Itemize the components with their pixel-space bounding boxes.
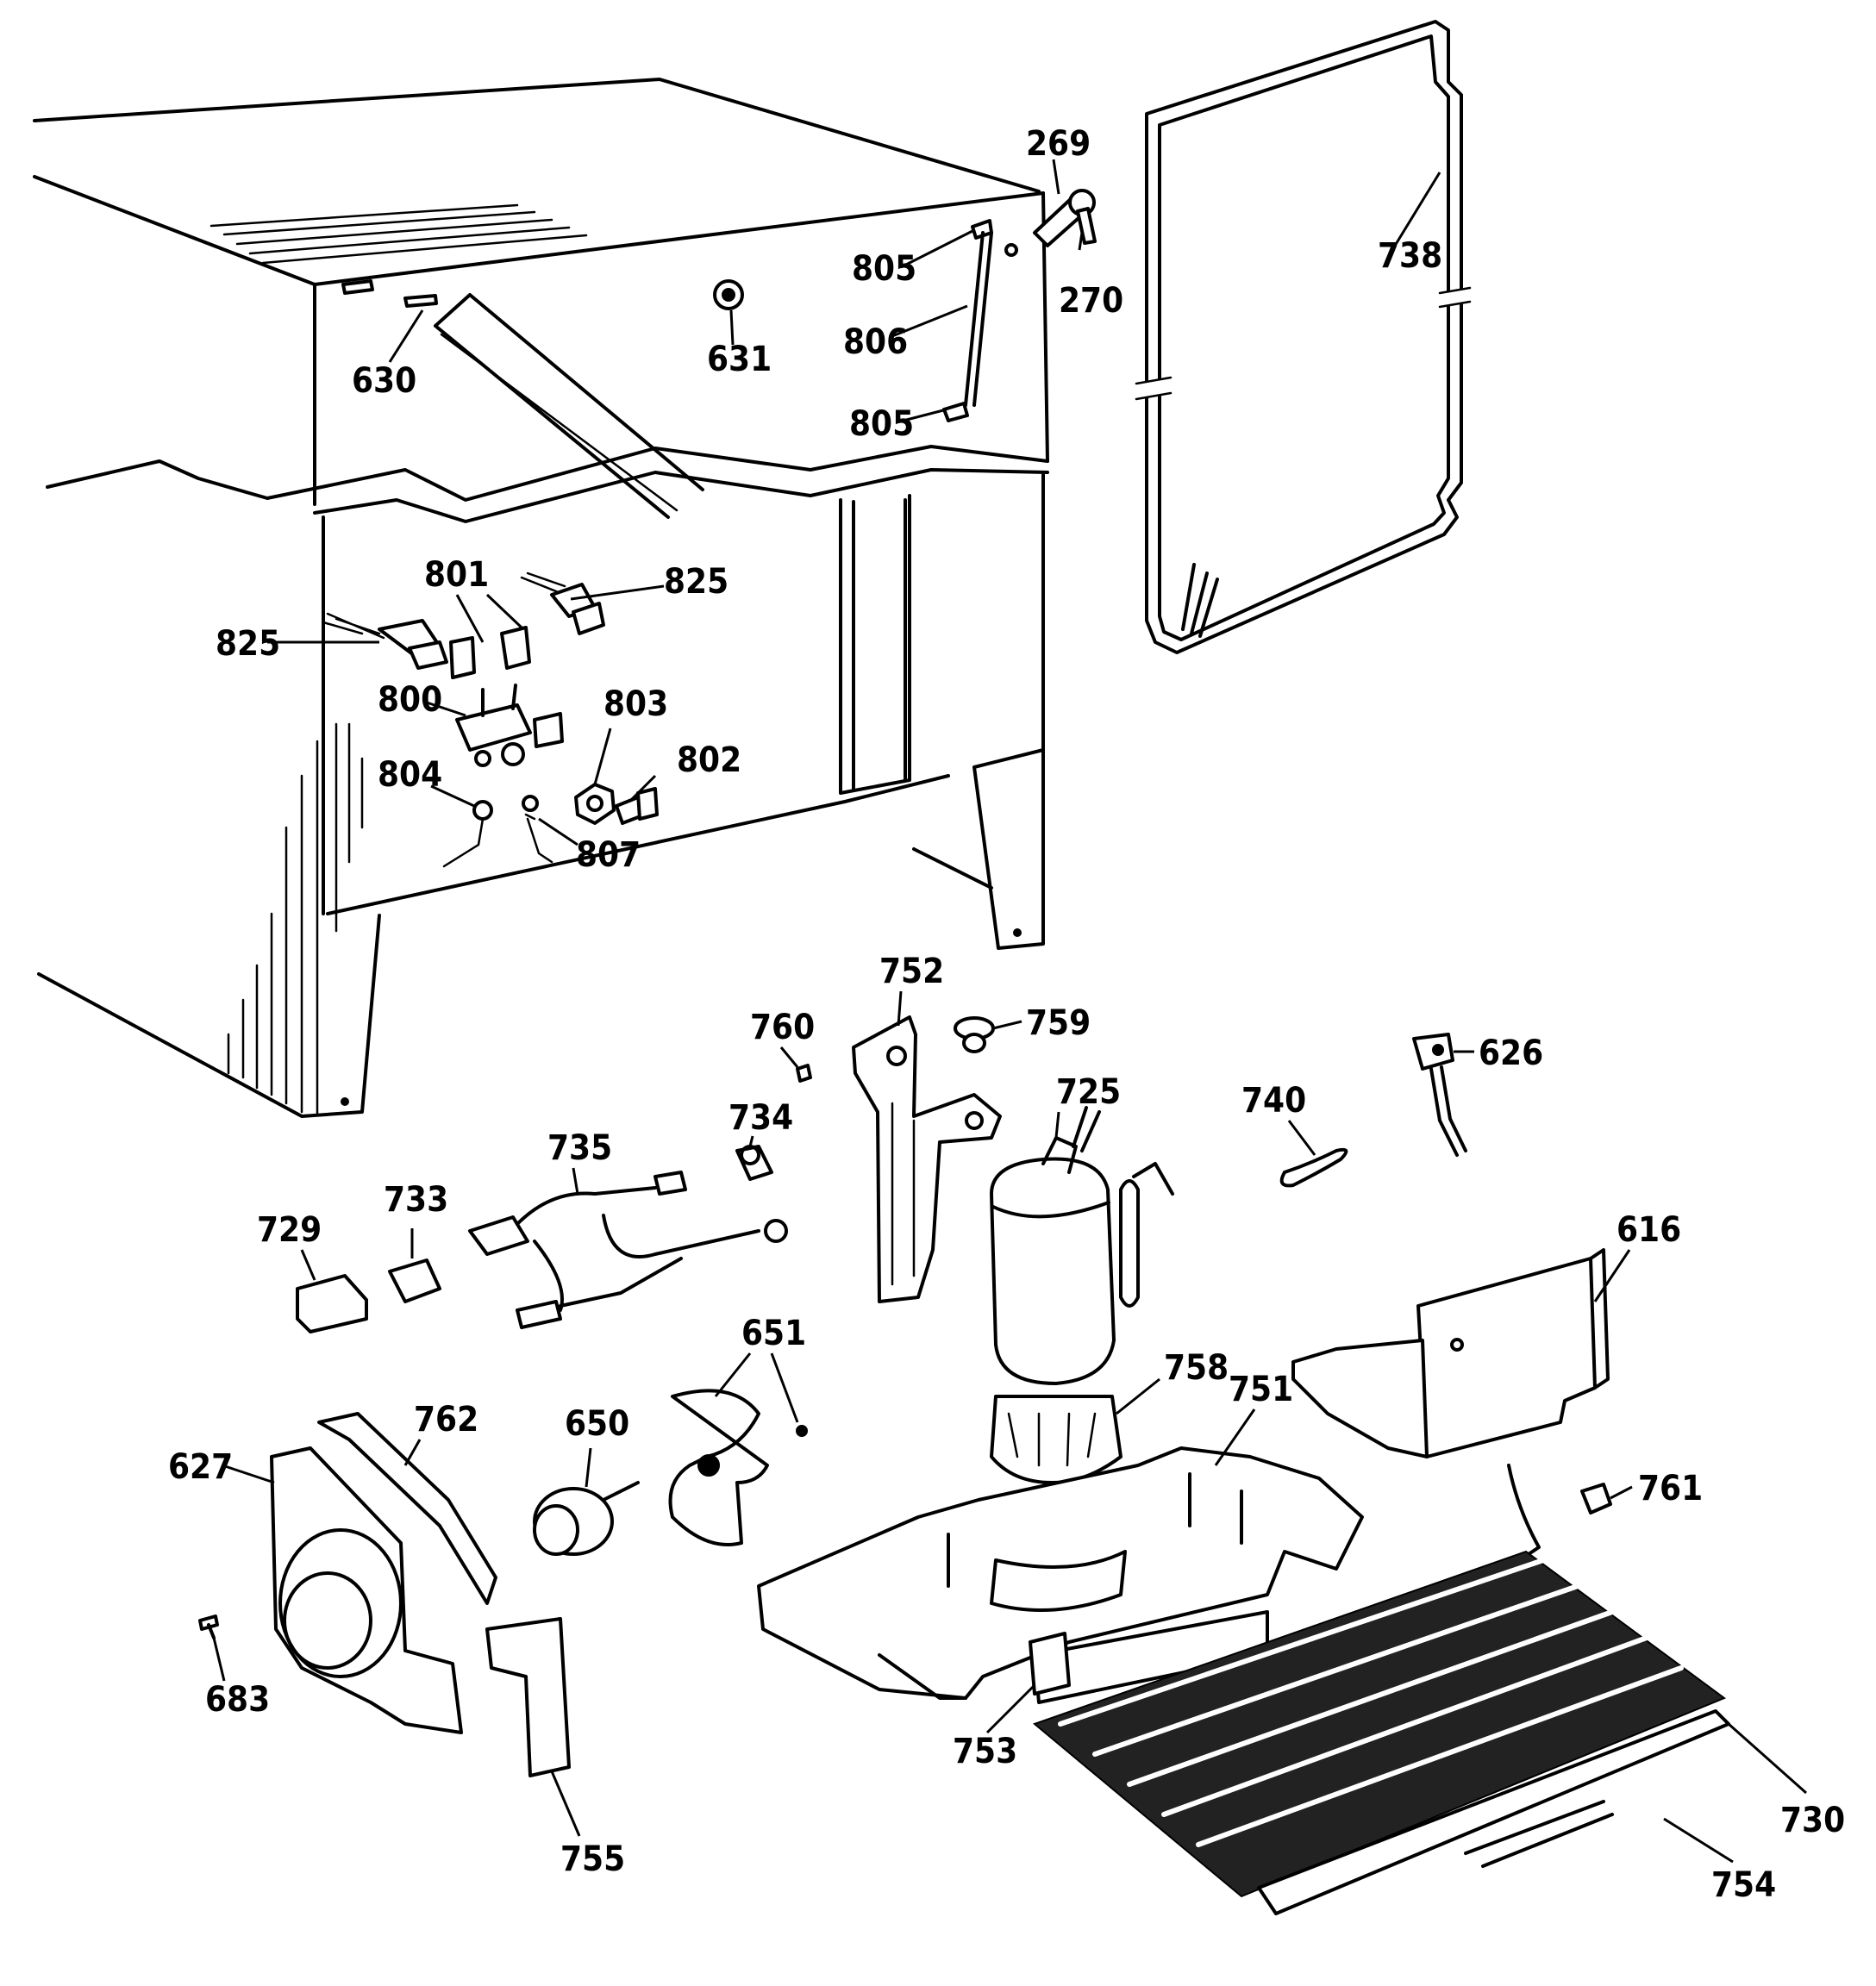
hinge-parts (942, 189, 1097, 422)
capacitor-729 (296, 1274, 368, 1333)
label-825-left: 825 (216, 624, 280, 664)
label-800: 800 (378, 680, 442, 720)
label-651: 651 (741, 1314, 806, 1353)
panel-616 (1291, 1248, 1610, 1458)
label-755: 755 (560, 1839, 625, 1879)
clip-761 (1580, 1483, 1612, 1514)
label-825-right: 825 (664, 562, 729, 602)
baffle-755 (485, 1617, 571, 1777)
screw-760 (796, 1064, 812, 1083)
fan-shroud-627 (270, 1446, 463, 1734)
part-labels: 269 270 738 805 806 805 630 631 801 825 … (168, 124, 1845, 1905)
screw-683 (198, 1614, 219, 1639)
label-626: 626 (1479, 1034, 1543, 1073)
label-270: 270 (1059, 281, 1123, 321)
label-650: 650 (565, 1404, 629, 1444)
label-758: 758 (1164, 1348, 1229, 1388)
label-760: 760 (750, 1008, 815, 1047)
label-729: 729 (257, 1210, 322, 1250)
label-761: 761 (1638, 1469, 1703, 1508)
label-805-bottom: 805 (849, 404, 914, 444)
label-630: 630 (352, 361, 416, 401)
fan-blade-651 (668, 1389, 808, 1546)
label-805-top: 805 (852, 249, 916, 289)
duct-762 (317, 1412, 497, 1605)
compressor-bracket-752 (852, 1015, 1002, 1303)
wiring-parts (322, 571, 659, 868)
strip-753 (1029, 1632, 1071, 1696)
relay-734 (735, 1145, 773, 1181)
power-cord-626 (1412, 1033, 1467, 1157)
leader-lines (212, 159, 1807, 1864)
label-804: 804 (378, 755, 442, 795)
label-807: 807 (576, 835, 641, 875)
label-754: 754 (1711, 1865, 1776, 1905)
refrigerator-cabinet (33, 78, 1049, 1118)
label-752: 752 (879, 952, 944, 991)
label-730: 730 (1780, 1801, 1845, 1840)
harness-735 (468, 1171, 788, 1329)
label-806: 806 (843, 322, 908, 362)
label-725: 725 (1056, 1072, 1121, 1112)
grommet-759 (954, 1016, 995, 1053)
condenser-730 (1033, 1464, 1730, 1915)
label-683: 683 (205, 1680, 270, 1720)
label-735: 735 (547, 1128, 612, 1168)
label-803: 803 (603, 684, 668, 724)
label-740: 740 (1241, 1081, 1306, 1121)
label-627: 627 (168, 1447, 233, 1487)
label-616: 616 (1616, 1210, 1681, 1250)
label-738: 738 (1378, 236, 1442, 276)
fan-motor-650 (533, 1481, 640, 1556)
label-269: 269 (1026, 124, 1091, 164)
label-759: 759 (1026, 1003, 1091, 1043)
door-gasket-738 (1135, 20, 1472, 654)
label-762: 762 (414, 1400, 478, 1440)
relay-733 (388, 1258, 441, 1303)
compressor-725 (990, 1106, 1174, 1484)
label-753: 753 (953, 1732, 1017, 1771)
clip-740 (1279, 1147, 1348, 1188)
label-802: 802 (677, 740, 741, 780)
label-734: 734 (729, 1098, 793, 1138)
label-733: 733 (384, 1180, 448, 1220)
label-751: 751 (1229, 1370, 1293, 1409)
label-801: 801 (424, 555, 489, 595)
label-631: 631 (707, 340, 772, 379)
